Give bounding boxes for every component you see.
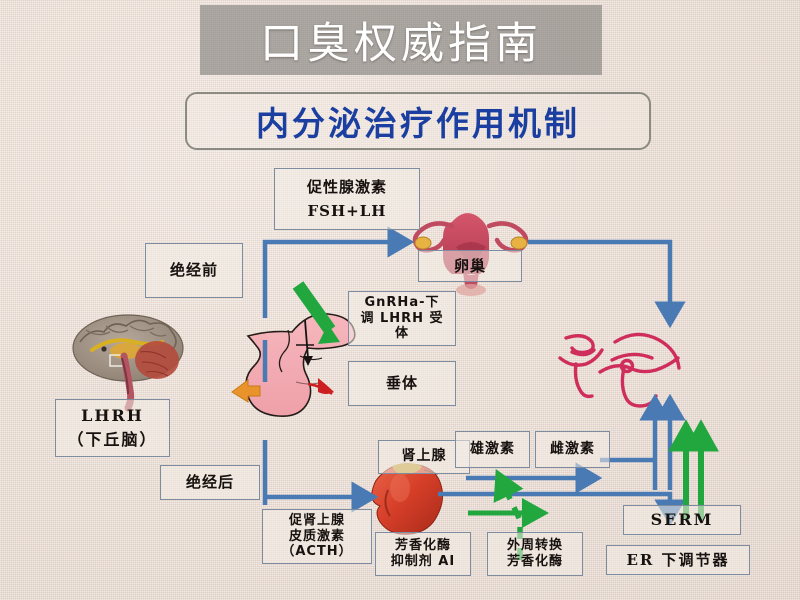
node-gnrha-line2: 调 LHRH 受	[360, 310, 444, 326]
node-peripheral-conversion: 外周转换 芳香化酶	[487, 532, 583, 576]
node-ovary: 卵巢	[418, 250, 522, 282]
node-peripheral-line2: 芳香化酶	[506, 554, 563, 569]
brain-illustration	[72, 314, 184, 412]
node-acth-line2: 皮质激素	[288, 528, 345, 544]
node-estrogen-label: 雌激素	[550, 440, 595, 457]
node-gnrha: GnRHa-下 调 LHRH 受 体	[348, 291, 456, 346]
node-acth-line1: 促肾上腺	[288, 512, 345, 528]
node-er-downregulator: ER 下调节器	[606, 545, 750, 575]
node-serm: SERM	[623, 505, 741, 535]
node-premenopause-label: 绝经前	[169, 261, 218, 280]
banner: 口臭权威指南	[200, 5, 602, 75]
node-gonadotropin-line1: 促性腺激素	[306, 177, 387, 196]
node-gonadotropin-line2: FSH+LH	[307, 202, 387, 220]
node-acth: 促肾上腺 皮质激素 （ACTH）	[262, 509, 372, 564]
node-serm-label: SERM	[650, 510, 714, 530]
node-ai-line2: 抑制剂 AI	[390, 554, 456, 569]
node-adrenal-label: 肾上腺	[401, 448, 447, 465]
node-ai: 芳香化酶 抑制剂 AI	[375, 532, 471, 576]
node-acth-line3: （ACTH）	[281, 544, 353, 560]
subtitle-box: 内分泌治疗作用机制	[185, 92, 651, 150]
node-ovary-label: 卵巢	[453, 256, 486, 275]
node-adrenal: 肾上腺	[378, 440, 470, 474]
flow-ovary-to-breast	[528, 239, 686, 329]
node-peripheral-line1: 外周转换	[506, 538, 563, 554]
node-gnrha-line3: 体	[394, 326, 409, 342]
page-title: 口臭权威指南	[260, 19, 542, 69]
node-postmenopause-label: 绝经后	[185, 473, 234, 492]
node-estrogen: 雌激素	[535, 431, 610, 468]
node-pituitary-label: 垂体	[385, 374, 418, 393]
node-androgen: 雄激素	[455, 431, 530, 468]
node-gnrha-line1: GnRHa-下	[364, 294, 440, 310]
node-lhrh: LHRH （下丘脑）	[55, 399, 170, 457]
node-lhrh-line1: LHRH	[81, 406, 144, 426]
node-er-downregulator-label: ER 下调节器	[626, 550, 730, 569]
orange-arrow	[231, 379, 261, 403]
node-postmenopause: 绝经后	[160, 465, 260, 500]
node-ai-line1: 芳香化酶	[394, 538, 451, 554]
subtitle-text: 内分泌治疗作用机制	[256, 104, 580, 143]
node-gonadotropin: 促性腺激素 FSH+LH	[274, 168, 420, 230]
node-premenopause: 绝经前	[145, 243, 243, 298]
node-pituitary: 垂体	[348, 361, 456, 406]
gnrha-inhibit-arrow	[292, 281, 336, 334]
flow-pituitary-to-ovary	[262, 226, 415, 318]
node-lhrh-line2: （下丘脑）	[67, 430, 158, 449]
node-androgen-label: 雄激素	[470, 440, 515, 457]
ai-block-dashed-arrow	[493, 469, 524, 560]
